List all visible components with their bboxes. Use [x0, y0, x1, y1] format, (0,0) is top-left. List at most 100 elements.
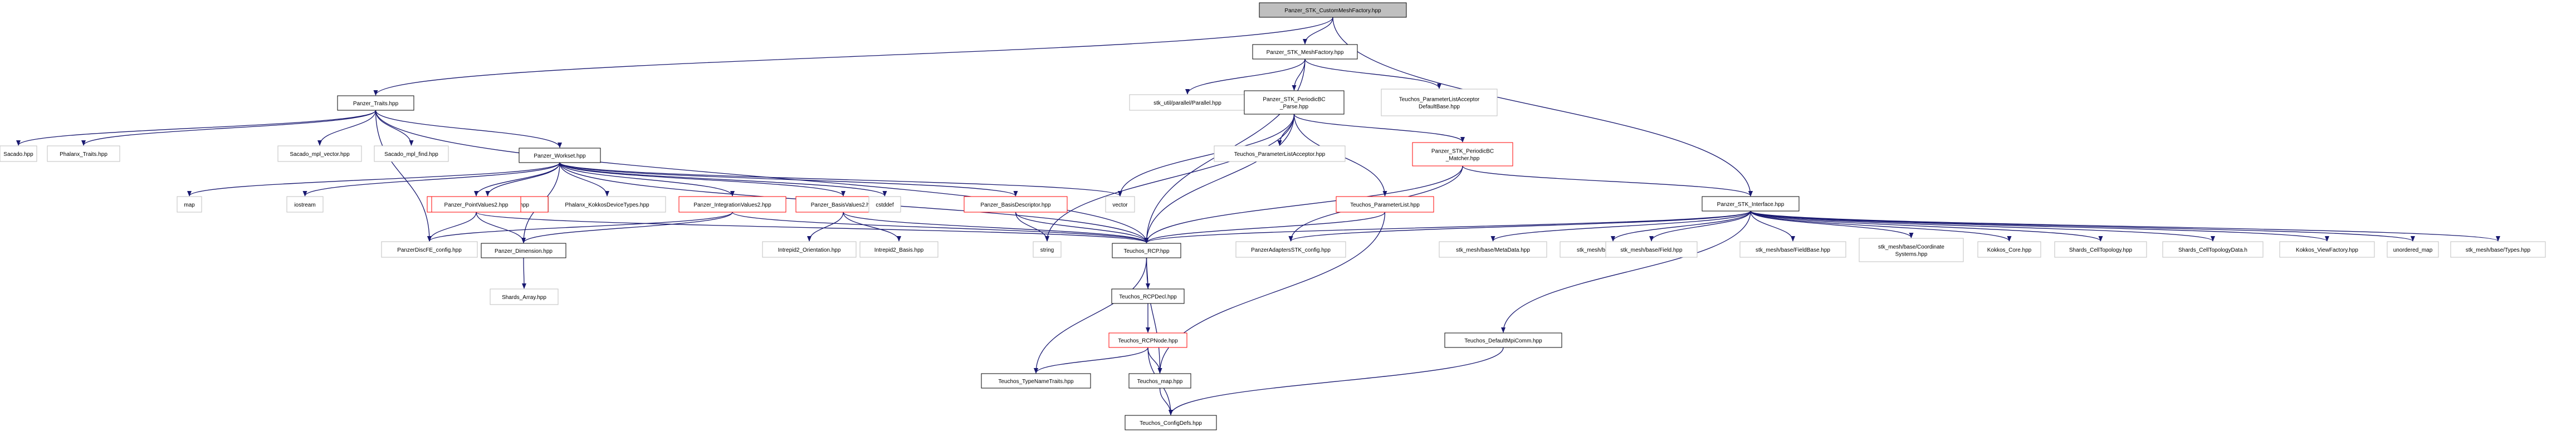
node-kokkoscore: Kokkos_Core.hpp: [1977, 241, 2041, 258]
node-box-meshfactory: [1252, 44, 1358, 60]
node-box-dofconfig: [381, 241, 478, 258]
node-intbasis: Intrepid2_Basis.hpp: [859, 241, 938, 258]
node-typenametraits[interactable]: Teuchos_TypeNameTraits.hpp: [981, 373, 1091, 389]
node-box-pllacceptordefault: [1381, 89, 1498, 116]
edge-teuchosmap-to-configdefs: [1159, 388, 1173, 415]
node-box-periodicparse: [1244, 90, 1345, 115]
node-box-defaultmpicomm: [1444, 332, 1562, 348]
edge-stkinterface-to-types: [1750, 210, 2500, 242]
edge-root-to-traits: [373, 17, 1333, 96]
node-root[interactable]: Panzer_STK_CustomMeshFactory.hpp: [1259, 2, 1407, 18]
node-label-stkinterface: Panzer_STK_Interface.hpp: [1717, 202, 1785, 208]
node-label-dimension: Panzer_Dimension.hpp: [495, 248, 553, 254]
node-label-cstddef: cstddef: [876, 202, 893, 208]
node-rcpdecl[interactable]: Teuchos_RCPDecl.hpp: [1111, 288, 1185, 304]
edge-workset-to-basisdesc: [559, 162, 1018, 197]
node-dimension[interactable]: Panzer_Dimension.hpp: [481, 243, 566, 258]
node-label-configdefs: Teuchos_ConfigDefs.hpp: [1140, 420, 1202, 427]
node-label-shardsarray: Shards_Array.hpp: [502, 295, 546, 301]
node-box-intvalues: [678, 196, 786, 213]
node-label-adapters: PanzerAdaptersSTK_config.hpp: [1251, 247, 1331, 253]
node-label-pointvalues: Panzer_PointValues2.hpp: [444, 202, 509, 208]
edge-stkinterface-to-kokkoscore: [1750, 210, 2012, 242]
node-meshfactory[interactable]: Panzer_STK_MeshFactory.hpp: [1252, 44, 1358, 60]
node-label-paramlist: Teuchos_ParameterList.hpp: [1350, 202, 1420, 208]
edge-traits-to-rcp: [375, 110, 1149, 243]
edge-traits-to-mplvector: [317, 110, 377, 146]
node-label-sacado: Sacado.hpp: [3, 151, 33, 158]
node-traits[interactable]: Panzer_Traits.hpp: [337, 95, 414, 111]
node-label-pllacceptor: Teuchos_ParameterListAcceptor.hpp: [1234, 151, 1326, 158]
node-box-dimension: [481, 243, 566, 258]
node-label-viewfactory: Kokkos_ViewFactory.hpp: [2296, 247, 2358, 253]
node-defaultmpicomm[interactable]: Teuchos_DefaultMpiComm.hpp: [1444, 332, 1562, 348]
node-dofconfig: PanzerDiscFE_config.hpp: [381, 241, 478, 258]
node-box-teuchosmap: [1128, 373, 1191, 389]
node-cstddef: cstddef: [868, 196, 901, 213]
node-celltopodata: Shards_CellTopologyData.h: [2162, 241, 2264, 258]
node-label-rcp: Teuchos_RCP.hpp: [1123, 248, 1170, 254]
node-label-celltopo: Shards_CellTopology.hpp: [2069, 247, 2133, 253]
node-box-map: [177, 196, 202, 213]
node-box-intorient: [762, 241, 857, 258]
edge-basisvalues-to-rcp: [843, 212, 1149, 243]
node-rcp[interactable]: Teuchos_RCP.hpp: [1112, 243, 1181, 258]
node-box-coordsys: [1859, 238, 1964, 262]
node-viewfactory: Kokkos_ViewFactory.hpp: [2279, 241, 2375, 258]
node-label-rcpdecl: Teuchos_RCPDecl.hpp: [1119, 294, 1177, 300]
node-pointvalues[interactable]: Panzer_PointValues2.hpp: [431, 196, 521, 213]
node-box-celltopo: [2054, 241, 2147, 258]
node-label-coordsys-line2: Systems.hpp: [1895, 252, 1928, 258]
node-intorient: Intrepid2_Orientation.hpp: [762, 241, 857, 258]
node-label-dofconfig: PanzerDiscFE_config.hpp: [397, 247, 462, 253]
node-box-string: [1033, 241, 1062, 258]
edge-rcpnode-to-teuchosmap: [1147, 347, 1162, 374]
node-label-periodicparse-line1: Panzer_STK_PeriodicBC: [1263, 97, 1325, 103]
edge-traits-to-phalanxtraits: [81, 110, 377, 146]
node-box-kokkosdev: [548, 196, 666, 213]
edge-intvalues-to-dimension: [521, 212, 733, 243]
node-metadata: stk_mesh/base/MetaData.hpp: [1439, 241, 1547, 258]
node-box-root: [1259, 2, 1407, 18]
node-box-paramlist: [1336, 196, 1434, 213]
edge-pointvalues-to-rcp: [476, 212, 1149, 243]
node-box-stkparallel: [1129, 94, 1246, 111]
node-box-stkinterface: [1702, 196, 1800, 212]
edge-stkinterface-to-viewfactory: [1750, 210, 2329, 242]
node-teuchosmap[interactable]: Teuchos_map.hpp: [1128, 373, 1191, 389]
node-label-celltopodata: Shards_CellTopologyData.h: [2178, 247, 2247, 253]
node-label-iostream: iostream: [294, 202, 315, 208]
node-configdefs[interactable]: Teuchos_ConfigDefs.hpp: [1125, 415, 1217, 430]
node-shardsarray: Shards_Array.hpp: [490, 288, 559, 305]
edge-traits-to-sacado: [16, 110, 377, 146]
node-label-kokkoscore: Kokkos_Core.hpp: [1987, 247, 2032, 253]
node-label-typenametraits: Teuchos_TypeNameTraits.hpp: [998, 379, 1074, 385]
edge-periodicmatcher-to-stkinterface: [1462, 165, 1753, 197]
node-paramlist[interactable]: Teuchos_ParameterList.hpp: [1336, 196, 1434, 213]
node-rcpnode[interactable]: Teuchos_RCPNode.hpp: [1108, 332, 1187, 348]
edge-periodicparse-to-rcp: [1144, 114, 1295, 243]
node-periodicparse[interactable]: Panzer_STK_PeriodicBC_Parse.hpp: [1244, 90, 1345, 115]
node-stkinterface[interactable]: Panzer_STK_Interface.hpp: [1702, 196, 1800, 212]
node-periodicmatcher[interactable]: Panzer_STK_PeriodicBC_Matcher.hpp: [1412, 142, 1513, 166]
node-box-typenametraits: [981, 373, 1091, 389]
node-box-pllacceptor: [1214, 145, 1346, 162]
node-label-types: stk_mesh/base/Types.hpp: [2466, 247, 2531, 253]
node-label-meshfactory: Panzer_STK_MeshFactory.hpp: [1267, 50, 1344, 56]
edge-stkinterface-to-coordsys: [1750, 210, 1914, 238]
edge-periodicparse-to-pllacceptor: [1277, 114, 1295, 146]
edge-stkinterface-to-defaultmpicomm: [1501, 210, 1751, 333]
node-label-pllacceptordefault-line2: DefaultBase.hpp: [1419, 104, 1460, 110]
node-box-rcpnode: [1108, 332, 1187, 348]
node-box-viewfactory: [2279, 241, 2375, 258]
edge-basisvalues-to-intbasis: [843, 212, 901, 242]
node-basisdesc[interactable]: Panzer_BasisDescriptor.hpp: [964, 196, 1068, 213]
edge-meshfactory-to-pllacceptordefault: [1304, 58, 1441, 89]
node-intvalues[interactable]: Panzer_IntegrationValues2.hpp: [678, 196, 786, 213]
node-workset[interactable]: Panzer_Workset.hpp: [519, 148, 601, 163]
nodes-layer: Panzer_STK_CustomMeshFactory.hppPanzer_S…: [0, 2, 2546, 430]
node-box-rcpdecl: [1111, 288, 1185, 304]
edge-workset-to-map: [187, 162, 560, 197]
